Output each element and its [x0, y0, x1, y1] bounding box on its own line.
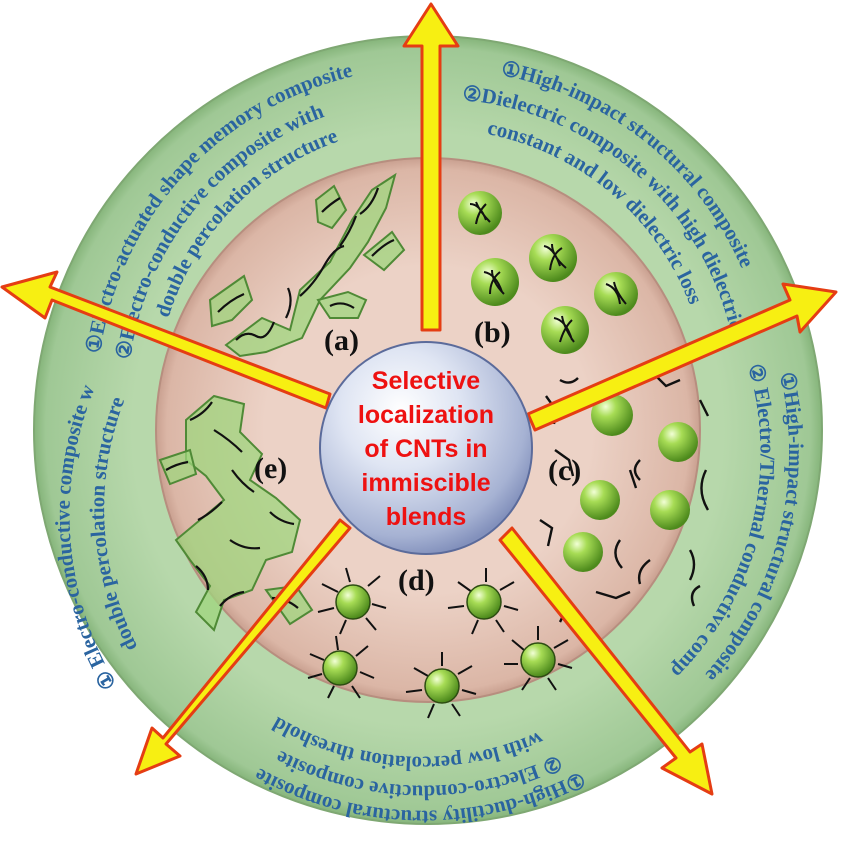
segment-label-b: (b): [474, 316, 511, 349]
segment-b-spheres: [458, 191, 638, 354]
center-line-5: blends: [386, 503, 467, 531]
segment-d-particles: [307, 567, 573, 719]
segment-label-a: (a): [324, 324, 359, 357]
segment-label-e: (e): [254, 452, 287, 485]
arrow-lower-right: [498, 526, 714, 796]
arrow-upper-right: [526, 282, 838, 432]
center-title: Selective localization of CNTs in immisc…: [358, 367, 494, 531]
center-sphere: [319, 341, 533, 555]
arrows: [0, 2, 838, 796]
center-line-2: localization: [358, 401, 494, 429]
center-line-4: immiscible: [361, 469, 490, 497]
segment-a-network: [208, 172, 406, 358]
ring-text-d: ①High-ductility structural composite ② E…: [250, 712, 589, 830]
segment-label-d: (d): [398, 564, 435, 597]
center-line-3: of CNTs in: [364, 435, 487, 463]
arrow-up: [402, 2, 460, 332]
segment-c-spheres: [539, 375, 710, 623]
segment-label-c: (c): [548, 454, 581, 487]
arrow-upper-left: [0, 270, 332, 410]
arrow-lower-left: [134, 518, 352, 776]
center-line-1: Selective: [372, 367, 481, 395]
